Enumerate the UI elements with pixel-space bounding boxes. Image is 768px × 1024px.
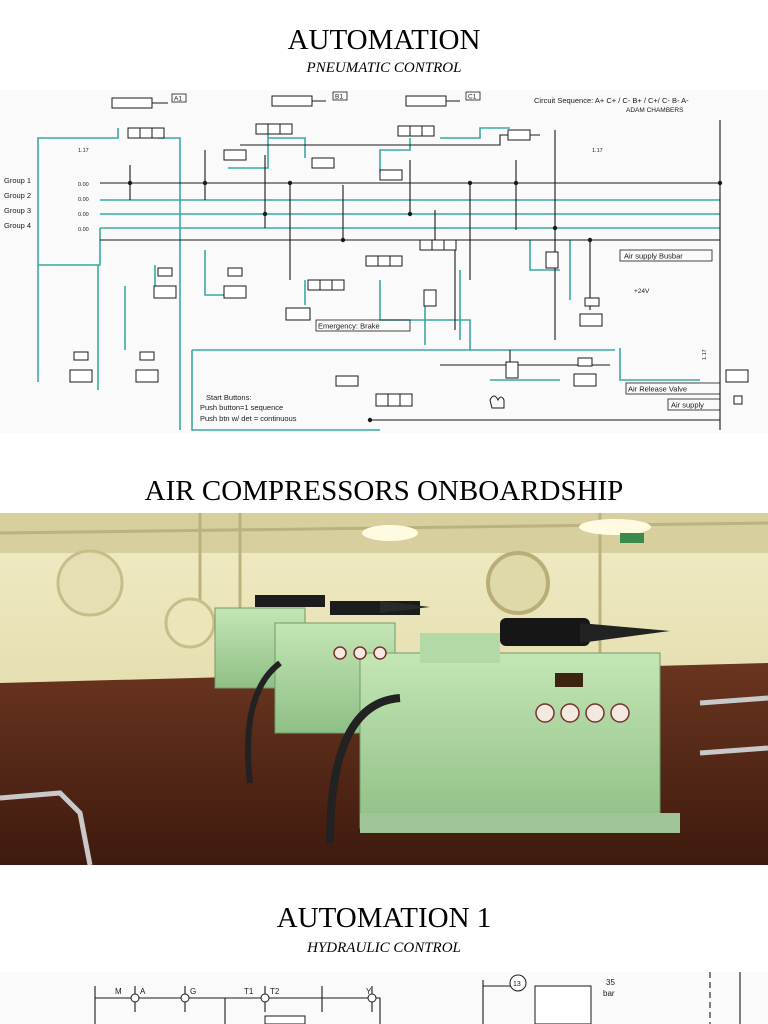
- cylinder-label-b: B1: [335, 94, 343, 101]
- section-title-air-compressors: AIR COMPRESSORS ONBOARDSHIP: [144, 475, 624, 507]
- junction-dots: [127, 180, 723, 423]
- hydraulic-label-a: A: [140, 987, 146, 996]
- section-title-automation: AUTOMATION: [287, 24, 481, 56]
- round-hatch: [56, 549, 124, 617]
- valve-c: [397, 125, 435, 137]
- hydraulic-label-m: M: [115, 987, 122, 996]
- valve-air-release: [725, 369, 749, 383]
- group-1-label: Group 1: [4, 176, 31, 185]
- air-release-valve-label: Air Release Valve: [628, 385, 687, 394]
- valve-b: [255, 123, 293, 135]
- air-supply-label: Air supply: [671, 401, 704, 410]
- nameplate: [555, 673, 583, 687]
- valve-group-main: [419, 239, 457, 251]
- cylinder-b: [271, 95, 313, 107]
- ceiling-light: [579, 519, 651, 535]
- section-title-automation-1: AUTOMATION 1: [276, 902, 492, 934]
- hydraulic-label-t1: T1: [244, 987, 254, 996]
- valve-start: [375, 393, 413, 407]
- voltage-label: +24V: [634, 288, 650, 295]
- cylinder-c: [405, 95, 447, 107]
- pneumatic-circuit-diagram: A1 B1 C1: [0, 90, 768, 433]
- exit-sign: [620, 533, 644, 543]
- start-button-1-label: Push button=1 sequence: [200, 403, 283, 412]
- hydraulic-label-y: Y: [366, 987, 372, 996]
- section-subtitle-hydraulic: HYDRAULIC CONTROL: [307, 940, 461, 956]
- hydraulic-circuit-diagram: M A G T1 T2 Y 13 35 bar: [0, 972, 768, 1024]
- group-3-value: 0.00: [78, 212, 89, 218]
- compressor-units: [214, 595, 680, 844]
- hydraulic-label-g: G: [190, 987, 196, 996]
- pressure-value: 35: [606, 978, 615, 987]
- component-number: 13: [513, 981, 521, 988]
- start-buttons-title: Start Buttons:: [206, 393, 251, 402]
- group-4-value: 0.00: [78, 227, 89, 233]
- cylinder-label-a: A1: [174, 96, 182, 103]
- railing: [0, 695, 768, 865]
- section-subtitle-pneumatic: PNEUMATIC CONTROL: [306, 60, 462, 76]
- cylinders: [111, 95, 460, 109]
- group-1-value: 0.00: [78, 182, 89, 188]
- valve-number-3: 1.17: [702, 349, 708, 360]
- valve-a: [127, 127, 165, 139]
- group-2-label: Group 2: [4, 191, 31, 200]
- valves: [69, 123, 749, 407]
- hand-pointer-icon: [489, 395, 505, 409]
- group-2-value: 0.00: [78, 197, 89, 203]
- hydraulic-label-t2: T2: [270, 987, 280, 996]
- pressure-unit: bar: [603, 989, 615, 998]
- cylinder-a: [111, 97, 153, 109]
- ceiling-light: [362, 525, 418, 541]
- start-button-2-label: Push btn w/ det = continuous: [200, 414, 297, 423]
- group-3-label: Group 3: [4, 206, 31, 215]
- cylinder-label-c: C1: [468, 94, 477, 101]
- air-supply-busbar-label: Air supply Busbar: [624, 252, 683, 261]
- emergency-brake-label: Emergency: Brake: [318, 322, 380, 331]
- group-4-label: Group 4: [4, 221, 31, 230]
- valve-number-2: 1.17: [592, 148, 603, 154]
- pneumatic-pipes: [37, 127, 720, 431]
- valve-number-1: 1.17: [78, 148, 89, 154]
- engine-room-compressors-photo: [0, 513, 768, 865]
- valve-emergency: [307, 279, 345, 291]
- pneumatic-signal-lines: [100, 120, 721, 430]
- circuit-sequence-label: Circuit Sequence: A+ C+ / C- B+ / C+/ C-…: [534, 96, 689, 105]
- author-label: ADAM CHAMBERS: [626, 107, 684, 114]
